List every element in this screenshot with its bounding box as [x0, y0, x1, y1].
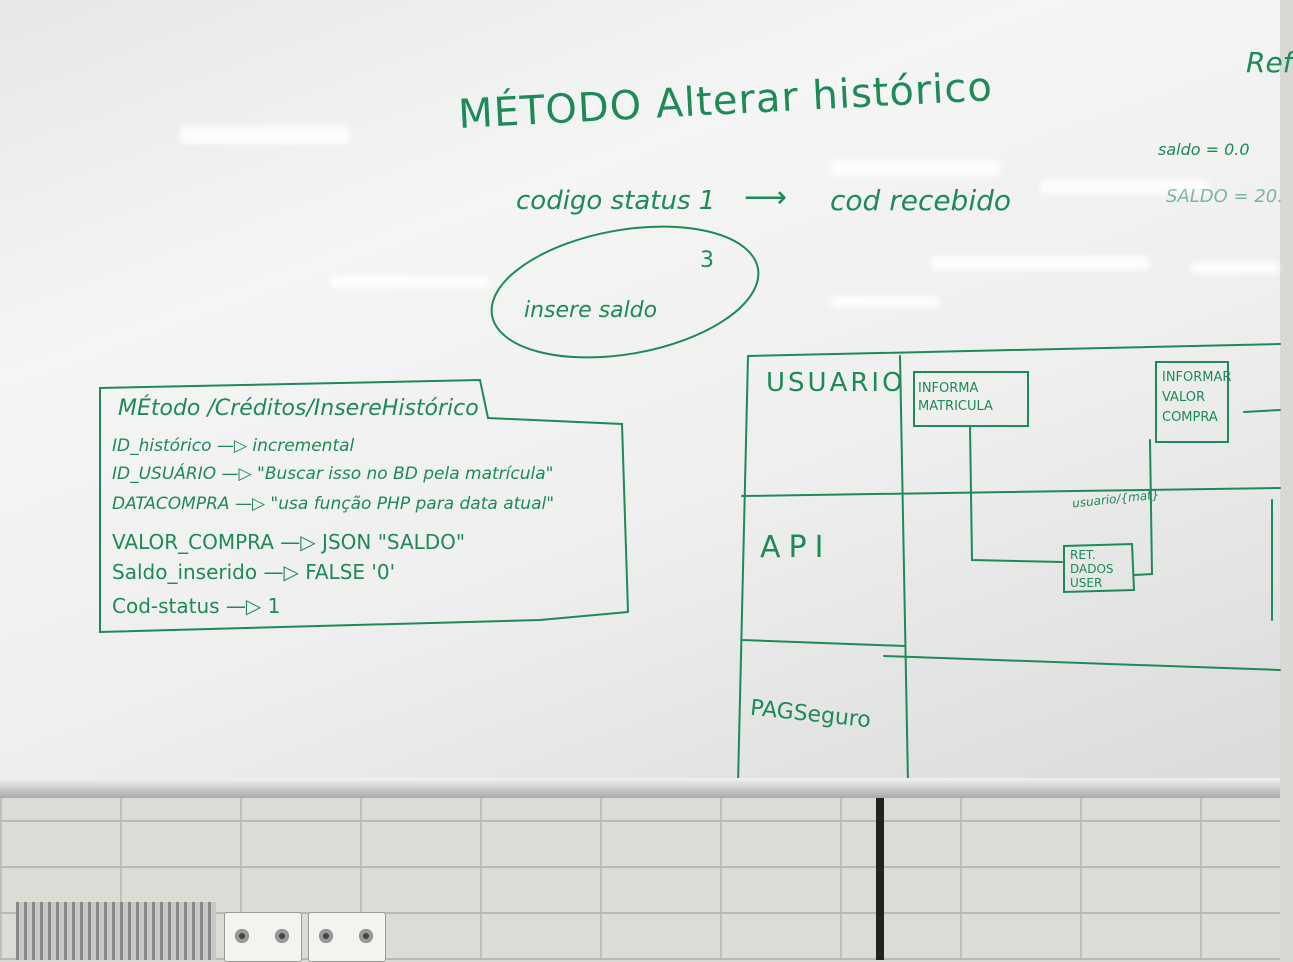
- saldo-note-1: saldo = 0.0: [1158, 140, 1250, 159]
- method-row-6: Cod-status —▷ 1: [112, 594, 281, 618]
- socket-icon: [319, 929, 333, 943]
- glare-5: [1190, 262, 1280, 274]
- swimlane-lines: [737, 343, 1281, 785]
- ref-text: Ref: [1246, 46, 1293, 79]
- saldo-note-2: SALDO = 20.: [1166, 186, 1283, 207]
- glare-6: [830, 296, 940, 308]
- socket-icon: [359, 929, 373, 943]
- connector-ret-valor: [1133, 439, 1154, 576]
- flow-left-text: codigo status 1: [516, 186, 716, 216]
- box-informar-valor-text: INFORMAR VALOR COMPRA: [1162, 370, 1232, 425]
- insere-saldo-text: insere saldo: [524, 298, 658, 323]
- method-row-5: Saldo_inserido —▷ FALSE '0': [112, 560, 396, 584]
- socket-icon: [235, 929, 249, 943]
- radiator: [16, 902, 216, 960]
- method-row-3: DATACOMPRA —▷ "usa função PHP para data …: [112, 494, 555, 514]
- glare-3: [1040, 180, 1210, 194]
- box-informar-valor-outline: [1155, 361, 1229, 443]
- method-box-title: MÉtodo /Créditos/InsereHistórico: [118, 396, 479, 421]
- circle-number: 3: [700, 248, 714, 273]
- glare-7: [330, 276, 490, 288]
- box-ret-text: RET. DADOS USER: [1070, 548, 1114, 590]
- method-row-4: VALOR_COMPRA —▷ JSON "SALDO": [112, 530, 466, 554]
- board-support-post: [876, 798, 884, 960]
- glare-1: [180, 126, 350, 144]
- marker-tray: [0, 778, 1280, 798]
- flow-right-text: cod recebido: [830, 184, 1012, 217]
- insere-saldo-oval: [490, 225, 760, 359]
- method-row-2: ID_USUÁRIO —▷ "Buscar isso no BD pela ma…: [112, 464, 554, 484]
- method-row-1: ID_histórico —▷ incremental: [112, 436, 355, 456]
- power-outlet-left: [224, 912, 302, 962]
- flow-arrow-icon: ⟶: [744, 180, 788, 215]
- box-right-edge: [1243, 409, 1281, 621]
- marker-drawing: [99, 225, 1281, 785]
- socket-icon: [275, 929, 289, 943]
- connector-informa-ret: [969, 425, 1063, 563]
- box-ret-outline: [1063, 542, 1136, 594]
- glare-2: [830, 160, 1000, 176]
- box-informa-text: INFORMA MATRICULA: [918, 381, 993, 414]
- power-outlet-right: [308, 912, 386, 962]
- method-box-outline: [99, 378, 630, 634]
- lane-usuario: USUARIO: [766, 368, 906, 398]
- lane-api: API: [760, 530, 832, 565]
- glare-4: [930, 256, 1150, 270]
